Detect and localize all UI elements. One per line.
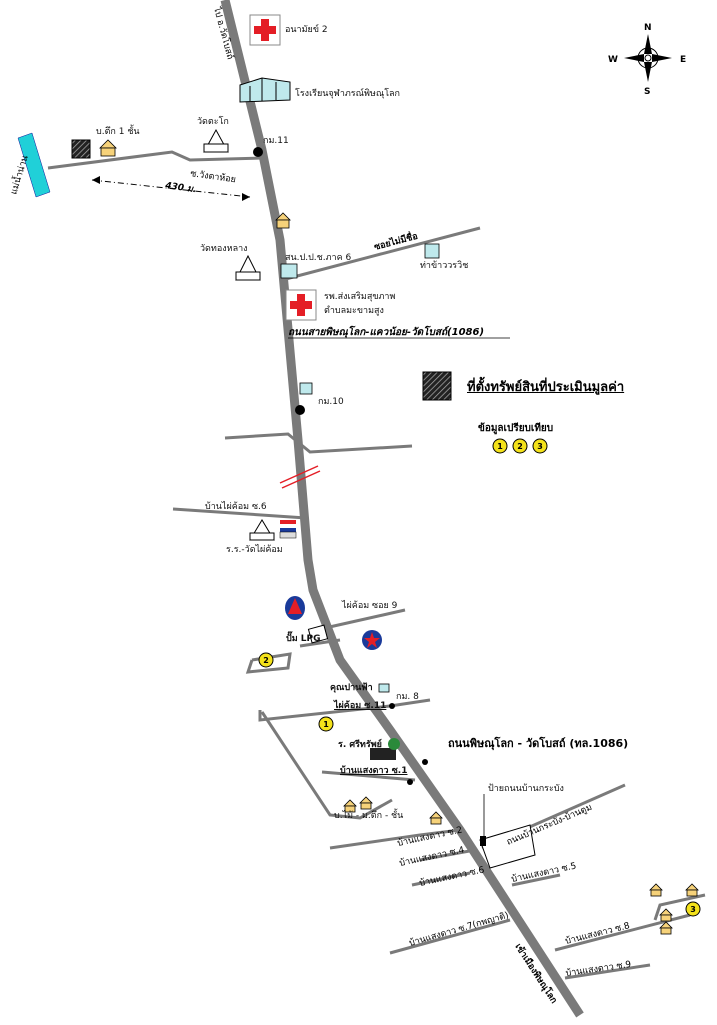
river [17,132,51,198]
label-house-1-floor: บ.ตึก 1 ชั้น [96,127,140,137]
label-river: แม่น้ำน่าน [6,154,30,196]
label-phai-kham-soi9: ไผ่ค้อม ซอย 9 [342,601,398,611]
label-phai-kham-soi11: ไผ่ค้อม ซ.11 [334,701,387,711]
comp-2-digit: 2 [263,656,269,665]
label-lpg-station: ปั๊ม LPG [286,634,321,644]
junction-marker [422,759,428,765]
label-bsd-2: บ้านแสงดาว ซ.2 [396,824,463,849]
house-icon [99,139,699,935]
legend-comp-2: 2 [517,442,523,451]
label-krapang-sign: ป้ายถนนบ้านกระบัง [488,784,564,794]
flag-icon [279,520,297,539]
label-house-wood: บ.ไม้ - ม.ตึก - ชั้น [334,811,404,821]
label-soi-wang-tahor: ซ.วังตาห้อย [190,168,237,185]
label-wat-thong-lang: วัดทองหลาง [200,244,248,254]
label-distance: 430 ม. [164,181,197,195]
label-km10: กม.10 [318,397,344,407]
km10-marker [295,405,305,415]
label-highway-top: ถนนสายพิษณุโลก-แควน้อย-วัดโบสถ์(1086) [288,327,485,338]
label-school-phai-kham: ร.ร.-วัดไผ่ค้อม [226,545,283,555]
label-wat-takhro: วัดตะโก [197,117,229,127]
label-si-sap-store: ร. ศรีทรัพย์ [338,740,382,750]
compass-s: S [644,87,650,97]
comp-3-digit: 3 [690,905,696,914]
label-bsd-6: บ้านแสงดาว ซ.6 [418,864,485,889]
compass-icon [624,34,672,82]
label-bsd-1: บ้านแสงดาว ซ.1 [340,766,408,776]
legend-subject-label: ที่ตั้งทรัพย์สินที่ประเมินมูลค่า [467,380,625,395]
hospital-icon [285,289,317,321]
compass-n: N [644,23,652,33]
side-roads [47,150,706,980]
distance-arrow [91,179,251,198]
label-hospital-1: รพ.ส่งเสริมสุขภาพ [324,292,396,302]
label-rice-mill: ท่าข้าววรวิช [420,261,469,271]
health-station-icon [249,14,281,46]
store-icon [370,738,400,760]
compass-w: W [608,55,618,65]
main-highway [220,0,584,1018]
krapang-plot [479,824,536,869]
legend-comparables-label: ข้อมูลเปรียบเทียบ [478,423,554,434]
legend-subject-swatch [422,371,452,401]
junction-marker-2 [407,779,413,785]
label-ooc-office: สน.ป.ป.ช.ภาค 6 [285,253,352,263]
label-km8: กม. 8 [396,692,419,702]
label-km11: กม.11 [263,136,289,146]
label-khun-pan-fah: คุณปานฟ้า [330,683,373,693]
subject-property-icon [71,139,91,159]
temple-icon [203,128,275,541]
building-icon [280,243,440,693]
label-ban-phai-kham-soi6: บ้านไผ่ค้อม ซ.6 [205,502,267,512]
school-icon [239,77,291,103]
comparable-markers [258,438,701,917]
label-hospital-2: ตำบลมะขามสูง [324,306,384,316]
ptt-icon [285,596,305,620]
label-school: โรงเรียนจุฬาภรณ์พิษณุโลก [295,89,401,99]
compass-e: E [680,55,686,65]
lpg-plot [307,624,329,644]
label-highway-main: ถนนพิษณุโลก - วัดโบสถ์ (ทล.1086) [448,737,629,750]
label-bsd-9: บ้านแสงดาว ซ.9 [565,959,632,979]
label-health-station: อนามัยข์ 2 [285,25,328,35]
label-bsd-4: บ้านแสงดาว ซ.4 [398,844,465,869]
label-bsd-5: บ้านแสงดาว ซ.5 [510,860,577,885]
km8-marker [389,703,395,709]
rail-crossing [279,465,321,489]
label-bsd-7: บ้านแสงดาว ซ.7(กพญาติ) [408,910,510,949]
comp-1-digit: 1 [323,720,329,729]
caltex-icon [362,630,382,650]
label-road-krapang: ถนนบ้านกระบัง-บ้านตูม [505,802,594,848]
legend-comp-1: 1 [497,442,503,451]
legend-comp-3: 3 [537,442,543,451]
km11-marker [253,147,263,157]
